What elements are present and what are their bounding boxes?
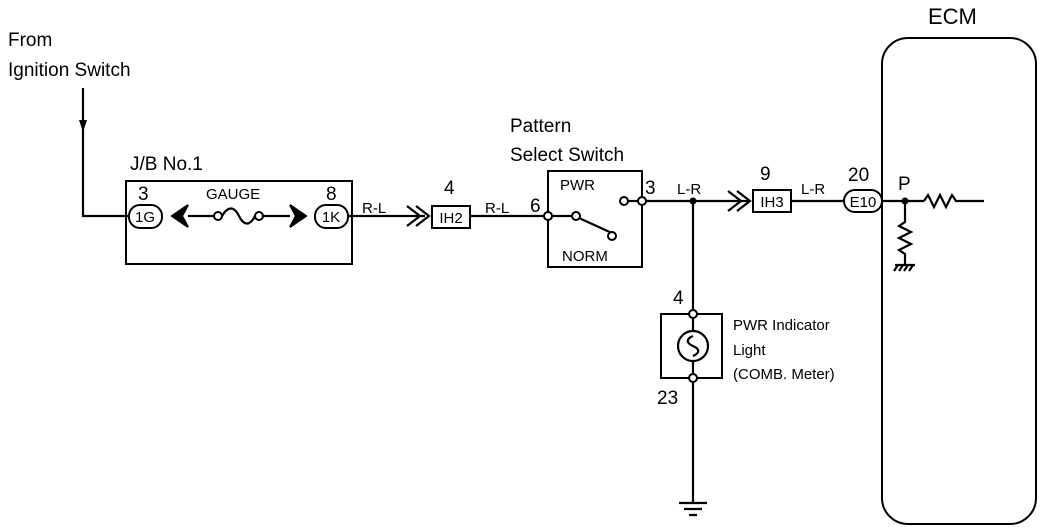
connector-1g-label: 1G bbox=[135, 209, 155, 226]
fuse-terminal-left bbox=[213, 211, 223, 221]
connector-e10-label: E10 bbox=[850, 194, 877, 211]
chevron-right-icon bbox=[289, 204, 308, 228]
switch-title-line2: Select Switch bbox=[510, 145, 624, 166]
ih2-label: IH2 bbox=[439, 210, 462, 227]
source-arrow-icon bbox=[79, 120, 87, 132]
jb-box bbox=[125, 180, 353, 265]
lamp-filament-icon bbox=[686, 334, 700, 358]
ecm-title: ECM bbox=[928, 4, 977, 29]
indicator-pin-top: 4 bbox=[673, 288, 684, 309]
fuse-label: GAUGE bbox=[206, 186, 260, 203]
switch-terminal-out bbox=[637, 196, 647, 206]
ecm-terminal-p: P bbox=[898, 174, 911, 195]
switch-contact-norm bbox=[607, 231, 617, 241]
ecm-ground-icon bbox=[893, 264, 914, 272]
wire-ih2-switch-color: R-L bbox=[485, 200, 509, 217]
indicator-terminal-top bbox=[688, 309, 698, 319]
jb-pin-left: 3 bbox=[138, 184, 149, 205]
e10-pin: 20 bbox=[848, 165, 869, 186]
indicator-pin-bottom: 23 bbox=[657, 388, 678, 409]
ih3-pin: 9 bbox=[760, 164, 771, 185]
switch-title-line1: Pattern bbox=[510, 116, 571, 137]
switch-contact-pwr bbox=[619, 196, 629, 206]
switch-pin-in: 6 bbox=[530, 196, 541, 217]
source-wire bbox=[81, 88, 128, 218]
ih3-label: IH3 bbox=[760, 194, 783, 211]
connector-1g bbox=[128, 204, 163, 229]
switch-blade bbox=[578, 216, 615, 236]
ecm-resistor-vertical-icon bbox=[896, 201, 914, 264]
jb-title: J/B No.1 bbox=[130, 154, 203, 175]
fuse-terminal-right bbox=[254, 211, 264, 221]
fuse-icon bbox=[221, 207, 256, 225]
indicator-terminal-bottom bbox=[688, 373, 698, 383]
connector-1k-label: 1K bbox=[322, 209, 340, 226]
wire-ih3-e10-color: L-R bbox=[801, 181, 825, 198]
ecm-box bbox=[881, 37, 1037, 525]
chevron-left-icon bbox=[170, 204, 189, 228]
indicator-label-line2: Light bbox=[733, 342, 766, 359]
indicator-label-line3: (COMB. Meter) bbox=[733, 366, 835, 383]
source-label-line1: From bbox=[8, 30, 52, 51]
arrow-ih3-a-icon bbox=[727, 190, 743, 212]
wire-switch-ih3-color: L-R bbox=[677, 181, 701, 198]
indicator-label-line1: PWR Indicator bbox=[733, 317, 830, 334]
ih2-pin: 4 bbox=[444, 178, 455, 199]
arrow-ih2-b-icon bbox=[415, 205, 431, 227]
switch-pivot bbox=[571, 211, 581, 221]
arrow-ih3-b-icon bbox=[736, 190, 752, 212]
arrow-ih2-a-icon bbox=[406, 205, 422, 227]
switch-pin-out: 3 bbox=[645, 178, 656, 199]
wire-jb-ih2-color: R-L bbox=[362, 200, 386, 217]
switch-pos-pwr: PWR bbox=[560, 177, 595, 194]
switch-terminal-in bbox=[543, 211, 553, 221]
jb-pin-right: 8 bbox=[326, 184, 337, 205]
source-label-line2: Ignition Switch bbox=[8, 60, 131, 81]
switch-pos-norm: NORM bbox=[562, 248, 608, 265]
ecm-resistor-horizontal-icon bbox=[923, 192, 984, 210]
